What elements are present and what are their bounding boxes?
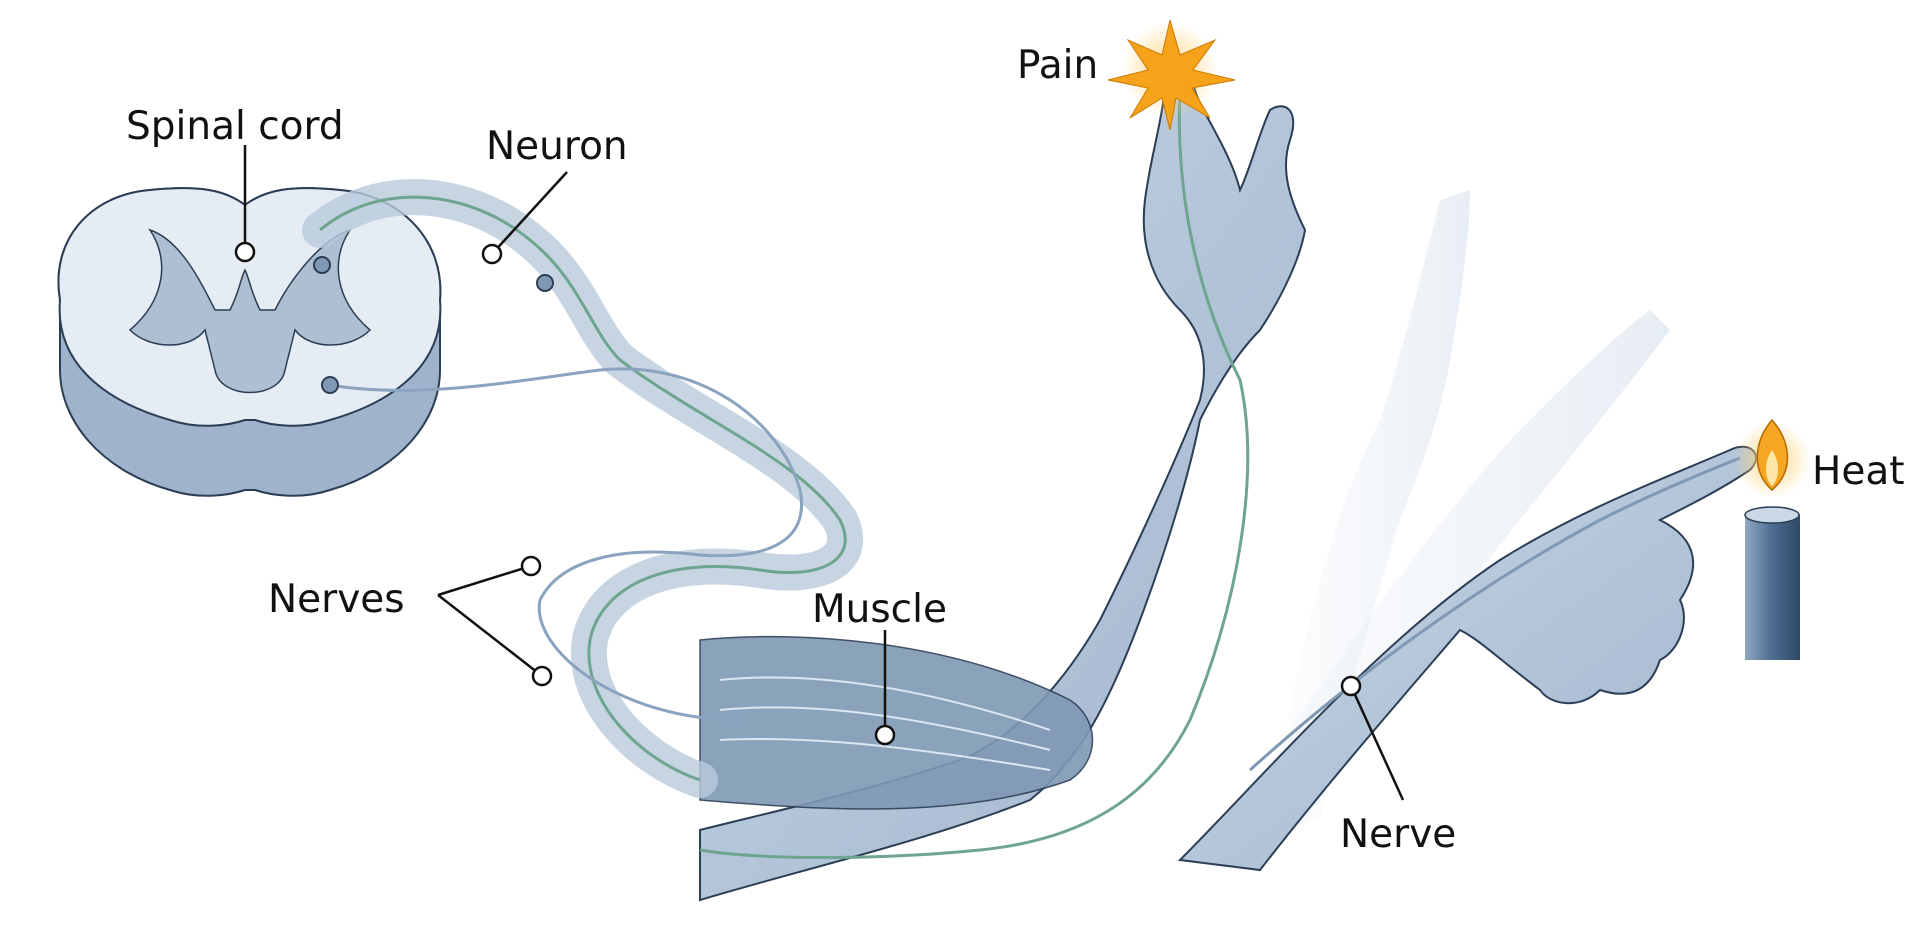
pain-burst-icon — [1108, 20, 1235, 130]
label-muscle: Muscle — [812, 590, 947, 629]
candle-flame-icon — [1734, 420, 1810, 498]
label-nerves: Nerves — [268, 580, 405, 619]
muscle — [700, 637, 1093, 809]
candle — [1745, 507, 1800, 660]
label-nerve: Nerve — [1340, 815, 1456, 854]
spinal-cord-section — [58, 188, 440, 496]
label-neuron: Neuron — [486, 127, 628, 166]
label-spinal-cord: Spinal cord — [126, 107, 344, 146]
label-pain: Pain — [1017, 46, 1098, 85]
label-heat: Heat — [1812, 452, 1905, 491]
